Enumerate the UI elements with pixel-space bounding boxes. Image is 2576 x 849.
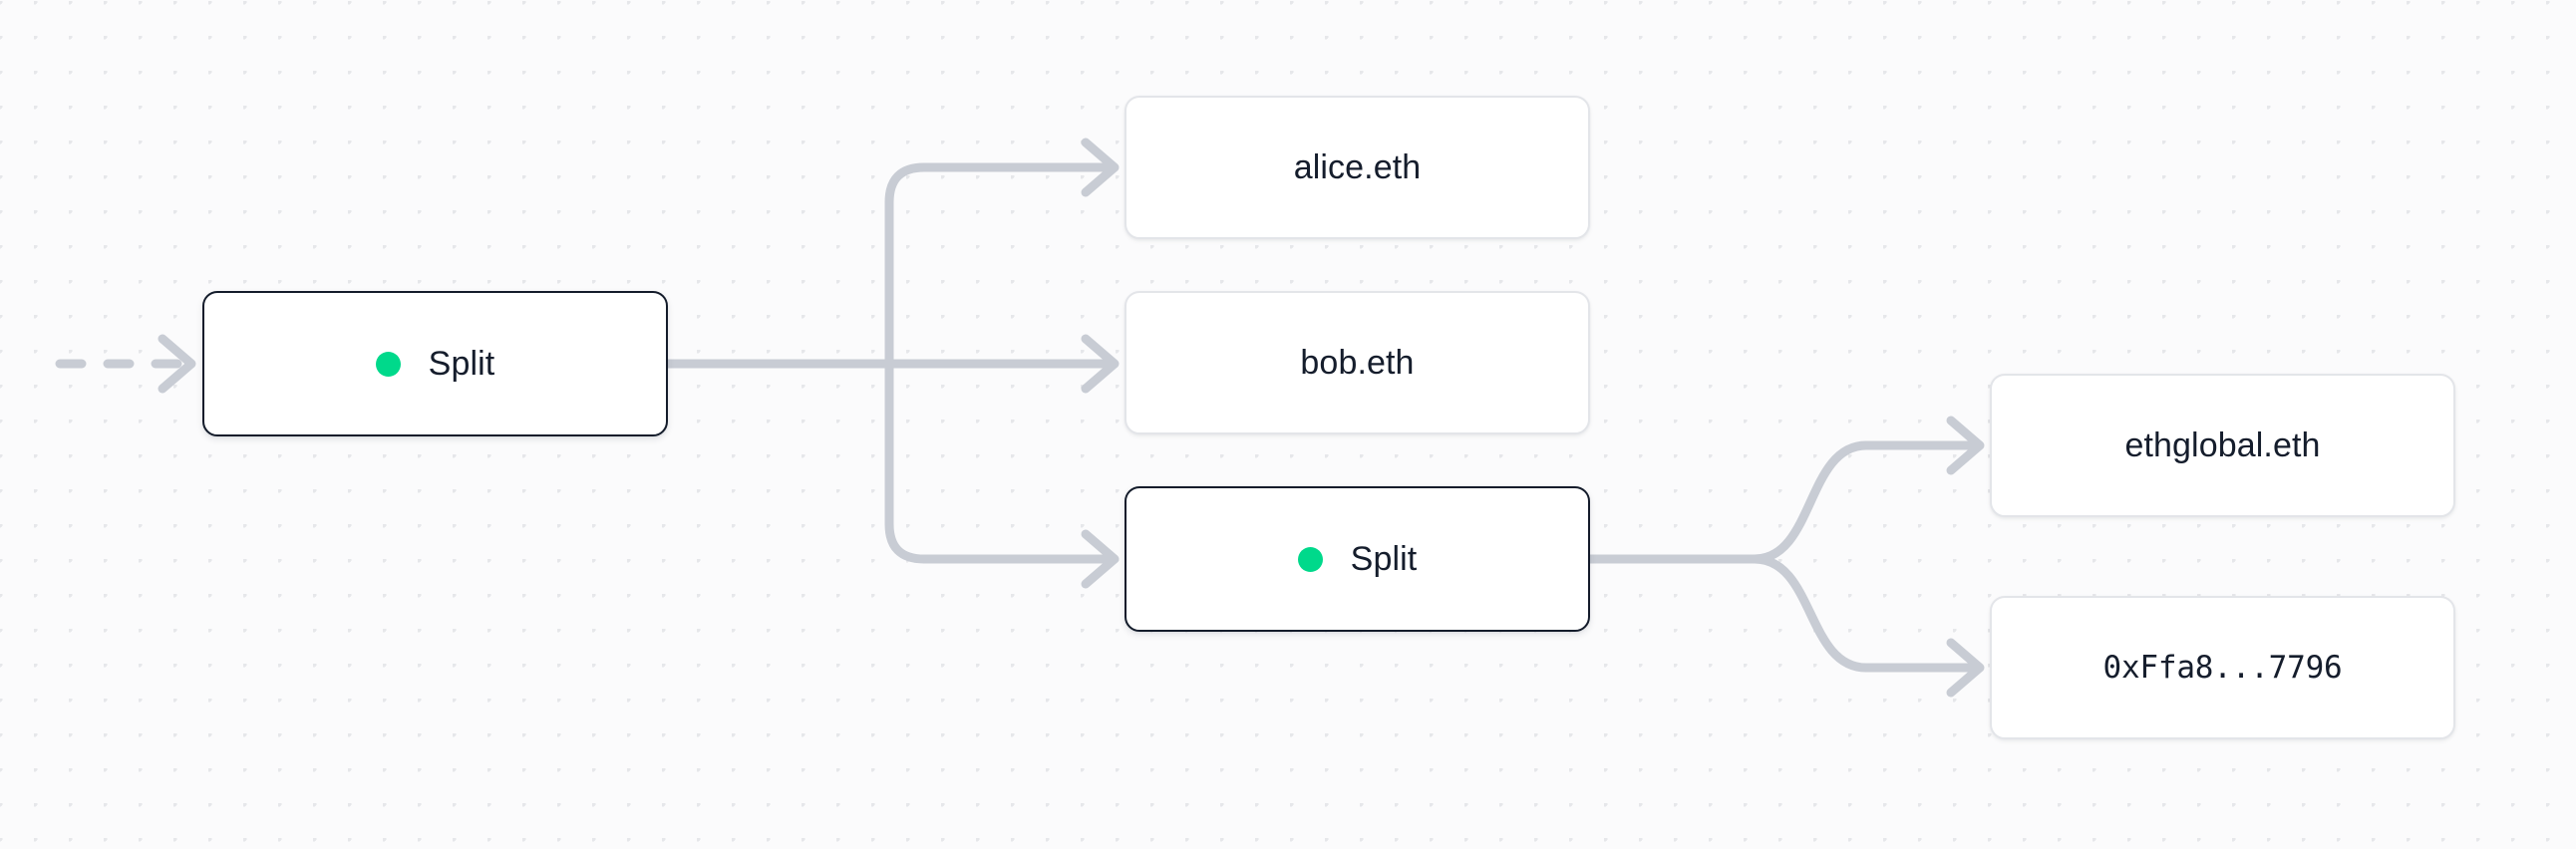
node-address-ffa8[interactable]: 0xFfa8...7796 [1990,596,2455,739]
edge-split1-bob [884,334,1120,394]
status-dot-icon [1297,546,1323,572]
node-bob-eth[interactable]: bob.eth [1125,291,1590,434]
node-address-ffa8-label: 0xFfa8...7796 [2102,649,2343,686]
node-split-1-label: Split [428,345,495,383]
node-alice-eth-label: alice.eth [1293,148,1422,186]
node-split-2-label: Split [1350,540,1418,578]
node-split-2-content: Split [1297,540,1418,578]
node-split-1-content: Split [375,345,495,383]
edge-split1-split2 [884,359,1120,589]
node-split-1[interactable]: Split [202,291,668,436]
node-bob-eth-label: bob.eth [1300,344,1415,382]
node-alice-eth[interactable]: alice.eth [1125,96,1590,239]
node-ethglobal-eth[interactable]: ethglobal.eth [1990,374,2455,517]
node-split-2[interactable]: Split [1125,486,1590,632]
edge-incoming [55,334,196,394]
node-ethglobal-eth-label: ethglobal.eth [2124,426,2321,464]
edge-split1-alice [884,138,1120,369]
edge-split2-ethglobal [1750,416,1985,564]
edge-split2-address [1750,554,1985,698]
status-dot-icon [375,351,401,377]
